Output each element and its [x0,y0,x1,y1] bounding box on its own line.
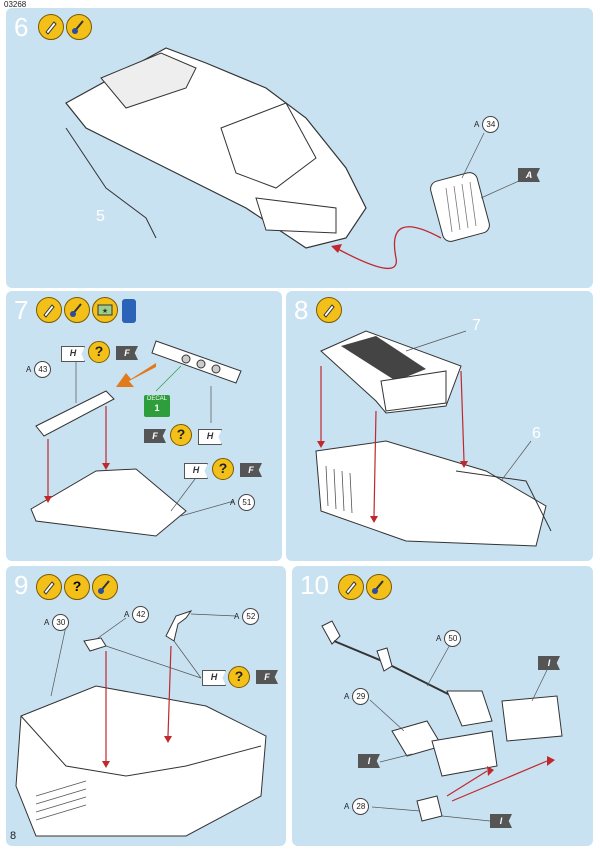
part-number: 43 [34,361,52,378]
step-number: 8 [294,295,309,325]
part-number: 34 [482,116,500,133]
water-bottle-icon [122,299,136,323]
glue-icon [36,574,62,600]
callout-prefix: A [124,610,130,619]
part-number: 50 [444,630,462,647]
step-number: 6 [14,12,29,42]
part-label-6: 6 [532,425,541,442]
step-7-drawing [30,340,242,537]
part-number: 52 [242,608,260,625]
callout-prefix: A [344,802,350,811]
callout-prefix: A [234,612,240,621]
step-number: 10 [300,570,329,600]
callout-29: A 29 [344,688,370,705]
flag-i: I [490,814,512,828]
flag-h: H [198,429,222,445]
step-number: 7 [14,295,29,325]
callout-prefix: A [26,365,32,374]
question-icon: ? [228,666,250,688]
step-number: 9 [14,570,29,600]
flag-h: H [202,670,226,686]
flag-f: F [256,670,278,684]
part-number: 51 [238,494,256,511]
callout-28: A 28 [344,798,370,815]
callout-prefix: A [44,618,50,627]
flag-f: F [144,429,166,443]
decal-sheet-icon: ★ [92,297,118,323]
decal-badge: DECAL 1 [144,395,170,417]
callout-prefix: A [436,634,442,643]
callout-52: A 52 [234,608,260,625]
step-9-drawing [15,610,267,837]
glue-icon [38,14,64,40]
flag-a: A [518,168,540,182]
question-icon: ? [212,458,234,480]
page-number: 8 [10,830,17,842]
flag-f: F [116,346,138,360]
brush-icon [64,297,90,323]
callout-51: A 51 [230,494,256,511]
callout-43: A 43 [26,361,52,378]
step-8-drawing [315,330,552,547]
question-icon: ? [64,574,90,600]
step-6-drawing [65,47,522,270]
brush-icon [66,14,92,40]
decal-label: DECAL [146,396,167,402]
callout-50: A 50 [436,630,462,647]
step-9-panel: 9 ? A 30 A 42 A 52 H ? [6,566,286,846]
step-8-panel: 8 7 6 [286,291,593,561]
step-7-panel: 7 ★ A 43 H ? F DECAL 1 F ? [6,291,282,561]
glue-icon [316,297,342,323]
step-10-panel: 10 A 50 A 29 A 28 I I I [292,566,593,846]
flag-i: I [538,656,560,670]
question-icon: ? [88,341,110,363]
flag-h: H [184,463,208,479]
part-label-5: 5 [96,208,105,225]
product-code: 03268 [4,0,27,9]
glue-icon [338,574,364,600]
flag-f: F [240,463,262,477]
part-number: 42 [132,606,150,623]
callout-prefix: A [230,498,236,507]
step-6-panel: 6 5 A 34 A [6,8,593,288]
question-icon: ? [170,424,192,446]
part-label-7: 7 [472,317,481,334]
decal-number: 1 [154,403,160,413]
glue-icon [36,297,62,323]
part-number: 28 [352,798,370,815]
flag-i: I [358,754,380,768]
callout-prefix: A [344,692,350,701]
brush-icon [366,574,392,600]
part-number: 29 [352,688,370,705]
callout-30: A 30 [44,614,70,631]
callout-prefix: A [474,120,480,129]
step-10-drawing [321,620,563,822]
callout-34: A 34 [474,116,500,133]
callout-42: A 42 [124,606,150,623]
part-number: 30 [52,614,70,631]
brush-icon [92,574,118,600]
svg-text:★: ★ [102,307,108,315]
